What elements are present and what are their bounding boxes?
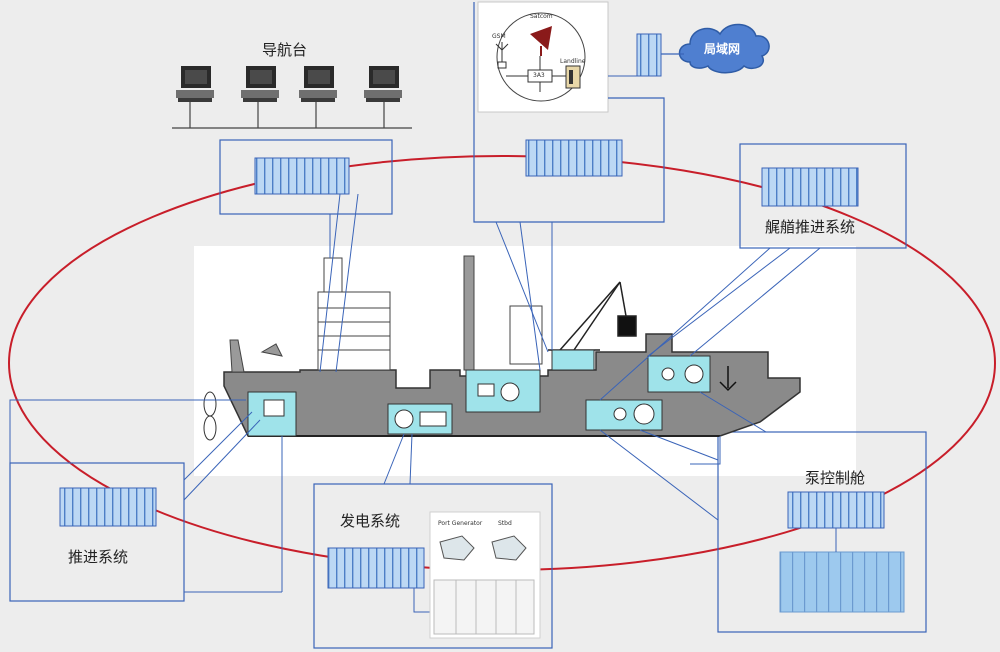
satellite-dish-icon bbox=[530, 26, 552, 56]
bow-panel bbox=[739, 143, 907, 249]
stbd-generator-label: Stbd bbox=[498, 520, 512, 527]
power-gen-label: 发电系统 bbox=[340, 512, 401, 530]
pump-cabinet bbox=[779, 551, 905, 613]
bow-rack bbox=[761, 167, 859, 207]
nav-rack bbox=[254, 157, 350, 195]
port-generator-label: Port Generator bbox=[438, 520, 483, 527]
pump-panel bbox=[717, 431, 927, 633]
rack-modules bbox=[59, 139, 905, 613]
generator-inset bbox=[429, 511, 541, 639]
nav-computers bbox=[176, 66, 402, 102]
computer-icon bbox=[299, 66, 337, 102]
satcom-ring bbox=[496, 12, 586, 102]
power-rack bbox=[327, 547, 425, 589]
satcom-links bbox=[506, 56, 566, 92]
bow-thruster-label: 艉艏推进系统 bbox=[765, 218, 856, 236]
nav-bus bbox=[172, 102, 412, 129]
connection-lines bbox=[9, 193, 821, 613]
pump-control-label: 泵控制舱 bbox=[805, 469, 866, 487]
router-rack bbox=[636, 33, 662, 77]
stbd-generator-icon bbox=[491, 535, 527, 561]
comms-rack bbox=[525, 139, 623, 177]
subsystem-panels bbox=[9, 2, 927, 649]
computer-icon bbox=[364, 66, 402, 102]
propulsion-label: 推进系统 bbox=[68, 548, 129, 566]
pump-rack bbox=[787, 491, 885, 529]
ship-superstructure bbox=[229, 255, 543, 373]
satcom-label: Satcom bbox=[530, 13, 553, 20]
nav-station-label: 导航台 bbox=[262, 41, 308, 59]
propulsion-panel bbox=[9, 462, 185, 602]
satcom-box bbox=[477, 1, 609, 113]
phone-icon bbox=[565, 65, 581, 89]
deck-unit bbox=[551, 349, 595, 371]
switchboard bbox=[433, 579, 535, 635]
satcom-hub-label: 3A3 bbox=[533, 72, 545, 79]
nav-panel bbox=[219, 139, 393, 215]
anchor-icon bbox=[719, 366, 737, 392]
gsm-label: GSM bbox=[492, 33, 506, 40]
network-label: 局域网 bbox=[704, 42, 741, 56]
landline-label: Landline bbox=[560, 58, 586, 65]
port-generator-icon bbox=[439, 535, 475, 561]
hull-subsystems bbox=[247, 349, 711, 437]
antenna-icon bbox=[495, 42, 509, 69]
computer-icon bbox=[176, 66, 214, 102]
network-cloud-icon bbox=[678, 23, 770, 74]
propeller-icon bbox=[203, 391, 217, 441]
computer-icon bbox=[241, 66, 279, 102]
propulsion-rack bbox=[59, 487, 157, 527]
power-panel bbox=[313, 483, 553, 649]
